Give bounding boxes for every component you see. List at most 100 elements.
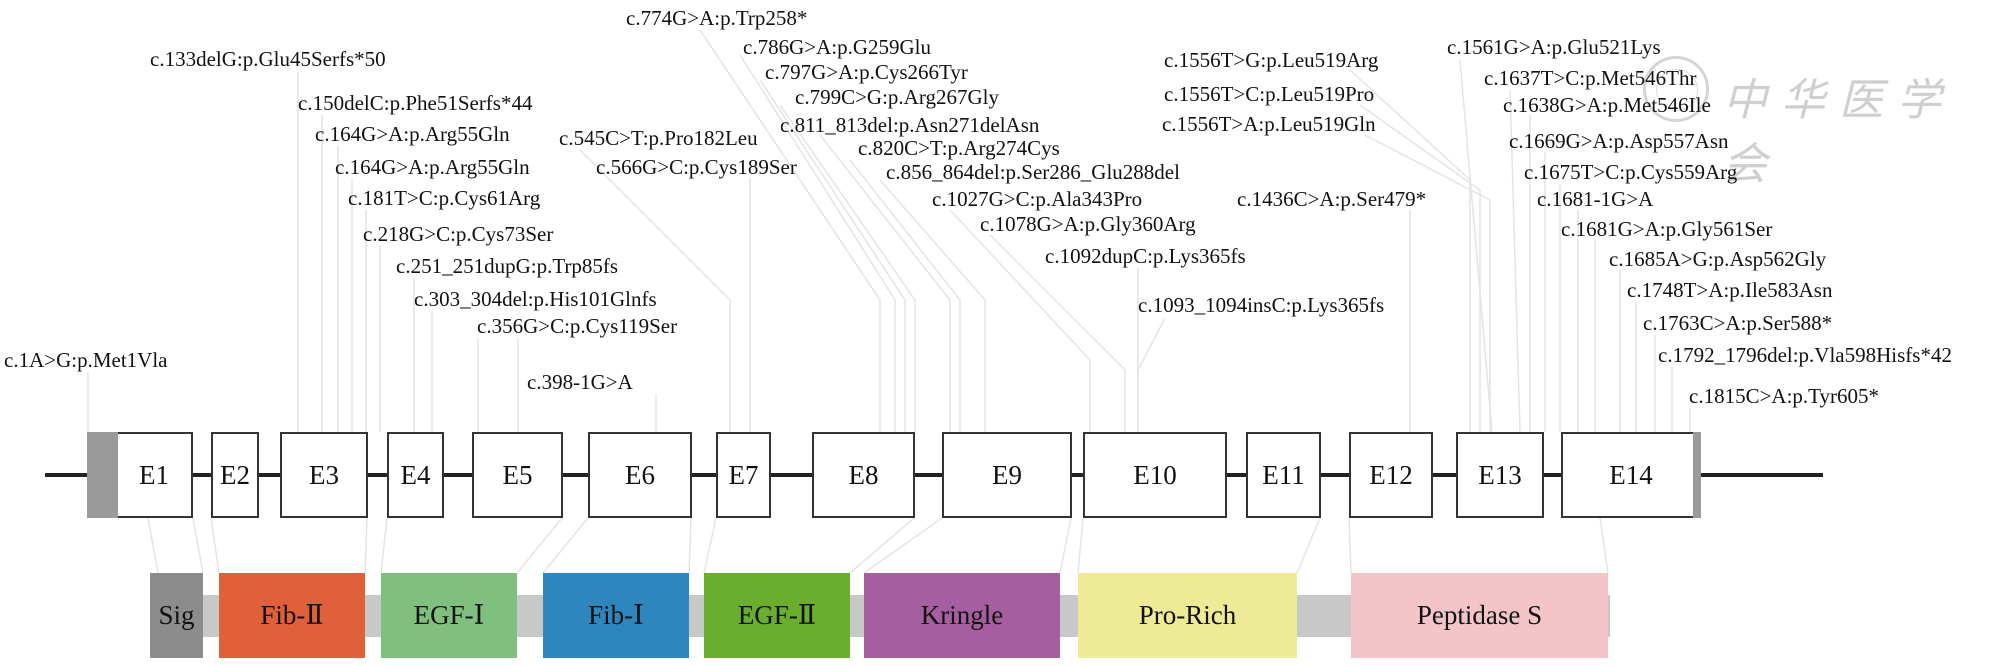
domain-fib-1: Fib-Ⅰ (543, 573, 689, 658)
mutation-label: c.799C>G:p.Arg267Gly (795, 85, 999, 109)
mutation-label: c.1681-1G>A (1537, 187, 1654, 211)
leader-line (688, 517, 692, 574)
exon-label: E3 (309, 459, 339, 490)
leader-line (380, 517, 388, 574)
exon-e5: E5 (472, 432, 563, 518)
mutation-label: c.774G>A:p.Trp258* (626, 6, 808, 30)
mutation-label: c.1436C>A:p.Ser479* (1237, 187, 1427, 211)
leader-line (949, 209, 1091, 361)
exon-label: E14 (1609, 459, 1653, 490)
exon-e7: E7 (716, 432, 771, 518)
exon-e14: E14 (1561, 432, 1701, 518)
domain-label: Pro-Rich (1138, 600, 1237, 630)
leader-line (739, 54, 896, 301)
exon-e6: E6 (588, 432, 692, 518)
exon-label: E9 (992, 459, 1022, 490)
mutation-label: c.356G>C:p.Cys119Ser (477, 314, 678, 338)
mutation-label: c.1561G>A:p.Glu521Lys (1447, 35, 1661, 59)
exon-e13: E13 (1456, 432, 1544, 518)
mutation-label: c.566G>C:p.Cys189Ser (596, 155, 797, 179)
leader-line (516, 517, 563, 574)
exon-label: E12 (1369, 459, 1413, 490)
domain-label: EGF-Ⅰ (413, 600, 485, 630)
domain-egf-2: EGF-Ⅱ (704, 573, 850, 658)
exon-label: E11 (1262, 459, 1305, 490)
leader-line (579, 149, 731, 301)
leader-line (1509, 89, 1521, 433)
exon-e2: E2 (211, 432, 259, 518)
exon-label: E8 (848, 459, 879, 490)
exon-label: E1 (139, 459, 169, 490)
leader-line (1364, 134, 1491, 201)
mutation-label: c.811_813del:p.Asn271delAsn (780, 113, 1040, 137)
mutation-label: c.1556T>G:p.Leu519Arg (1164, 48, 1379, 72)
leader-line (703, 517, 717, 574)
domain-label: Fib-Ⅱ (260, 600, 324, 630)
utr-3prime (1693, 432, 1701, 518)
mutation-label: c.251_251dupG:p.Trp85fs (396, 254, 619, 278)
watermark-text: 中华医学会 (1723, 75, 1955, 190)
watermark-seal-icon (1643, 56, 1709, 122)
mutation-label: c.1027G>C:p.Ala343Pro (932, 187, 1143, 211)
mutation-label: c.1675T>C:p.Cys559Arg (1524, 160, 1738, 184)
mutation-label: c.1669G>A:p.Asp557Asn (1509, 129, 1729, 153)
exon-e1: E1 (87, 432, 193, 518)
mutation-label: c.1078G>A:p.Gly360Arg (980, 212, 1196, 236)
leader-line (819, 134, 951, 301)
leader-line (147, 517, 159, 574)
mutation-label: c.1748T>A:p.Ile583Asn (1627, 278, 1833, 302)
leader-line (779, 104, 916, 301)
leader-line (759, 79, 906, 301)
mutation-label: c.1815C>A:p.Tyr605* (1689, 384, 1880, 408)
exon-e11: E11 (1246, 432, 1321, 518)
mutation-label: c.820C>T:p.Arg274Cys (858, 136, 1060, 160)
mutation-label: c.797G>A:p.Cys266Tyr (765, 60, 968, 84)
mutation-label: c.786G>A:p.G259Glu (743, 35, 931, 59)
mutation-label: c.1681G>A:p.Gly561Ser (1561, 217, 1773, 241)
mutation-label: c.1685A>G:p.Asp562Gly (1609, 247, 1827, 271)
leader-line (879, 179, 986, 301)
mutation-label: c.133delG:p.Glu45Serfs*50 (150, 47, 386, 71)
exon-e9: E9 (942, 432, 1072, 518)
leader-line (1359, 104, 1481, 191)
mutation-label: c.1092dupC:p.Lys365fs (1045, 244, 1246, 268)
mutation-label: c.303_304del:p.His101Glnfs (414, 287, 657, 311)
leader-line (863, 517, 943, 574)
mutation-label: c.164G>A:p.Arg55Gln (335, 155, 530, 179)
leader-line (1349, 69, 1471, 181)
domain-label: Peptidase S (1416, 600, 1543, 630)
mutation-label: c.1556T>C:p.Leu519Pro (1164, 82, 1375, 106)
mutation-label: c.1792_1796del:p.Vla598Hisfs*42 (1658, 343, 1952, 367)
exon-e8: E8 (812, 432, 915, 518)
mutation-label: c.1637T>C:p.Met546Thr (1484, 66, 1697, 90)
mutation-label: c.164G>A:p.Arg55Gln (315, 122, 510, 146)
leader-line (542, 517, 589, 574)
mutation-label: c.1093_1094insC:p.Lys365fs (1138, 293, 1385, 317)
intron-line (45, 473, 1823, 477)
leader-line (364, 517, 368, 574)
mutation-label: c.398-1G>A (527, 370, 633, 394)
leader-line (1296, 517, 1321, 574)
leader-line (210, 517, 220, 574)
exon-e10: E10 (1083, 432, 1227, 518)
leader-line (989, 234, 1126, 371)
exon-e12: E12 (1349, 432, 1433, 518)
mutation-label: c.150delC:p.Phe51Serfs*44 (298, 91, 533, 115)
domain-sig: Sig (150, 573, 203, 658)
domain-label: Sig (158, 600, 195, 630)
domain-peptidase-s: Peptidase S (1351, 573, 1608, 658)
exon-label: E2 (220, 459, 250, 490)
domain-label: Fib-Ⅰ (588, 600, 644, 630)
leader-line (849, 517, 915, 574)
domain-label: Kringle (920, 600, 1004, 630)
exon-label: E5 (502, 459, 533, 490)
mutation-label: c.1638G>A:p.Met546Ile (1503, 93, 1711, 117)
leader-line (1348, 517, 1352, 574)
leader-line (1599, 517, 1609, 574)
exon-label: E7 (728, 459, 759, 490)
exon-label: E13 (1478, 459, 1522, 490)
mutation-label: c.1A>G:p.Met1Vla (4, 348, 168, 372)
mutation-label: c.218G>C:p.Cys73Ser (363, 222, 554, 246)
